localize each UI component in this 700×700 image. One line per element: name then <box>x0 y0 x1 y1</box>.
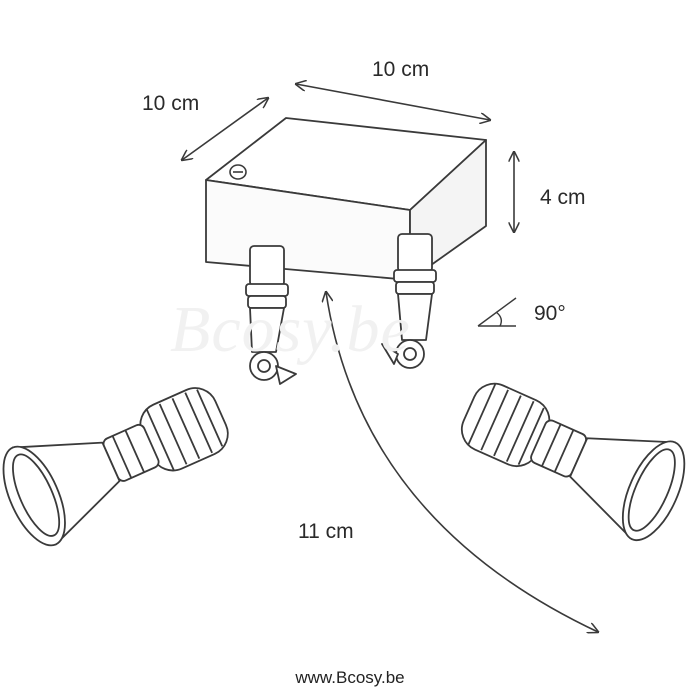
reach-arc-arrow <box>326 292 598 632</box>
left-spotlight <box>2 245 297 547</box>
width-dimension-arrow <box>296 84 490 120</box>
screw-icon <box>229 164 247 180</box>
height-label: 4 cm <box>540 186 586 209</box>
reach-label: 11 cm <box>298 520 354 543</box>
depth-dimension-arrow <box>182 98 268 160</box>
mounting-box <box>205 117 487 281</box>
watermark-logo: Bcosy.be <box>170 293 411 366</box>
depth-label: 10 cm <box>142 92 200 115</box>
angle-label: 90° <box>534 302 566 325</box>
right-spotlight <box>381 233 686 542</box>
footer-url: www.Bcosy.be <box>295 668 405 687</box>
angle-symbol <box>477 297 517 327</box>
top-width-label: 10 cm <box>372 58 430 81</box>
